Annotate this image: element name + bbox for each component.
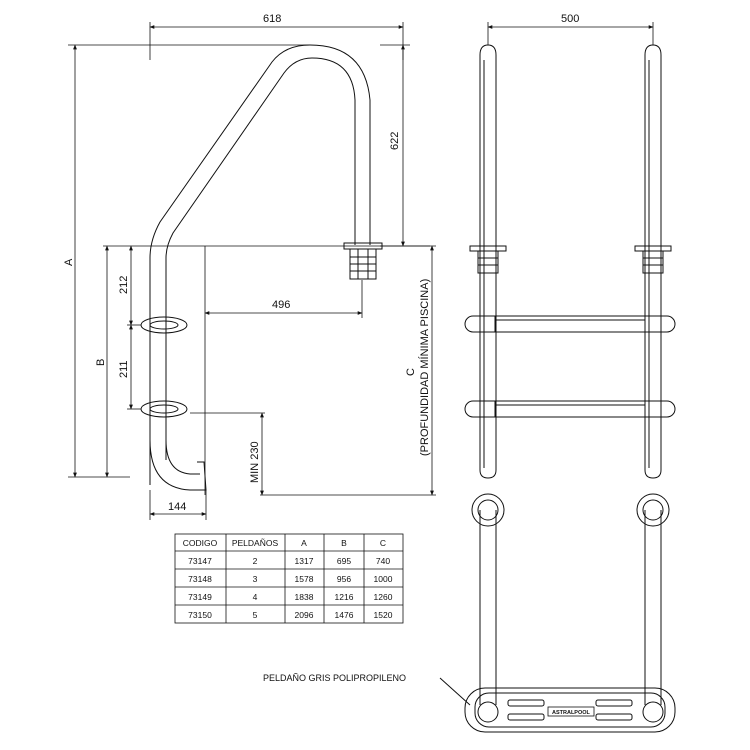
dim-622: 622 [389, 132, 401, 150]
front-dimensions [487, 22, 654, 45]
top-step-tread [464, 687, 676, 733]
lower-hook-inner [165, 430, 200, 475]
dim-144: 144 [168, 501, 186, 513]
table-header-codigo: CODIGO [183, 538, 218, 548]
table-cell: 2 [253, 556, 258, 566]
front-view [464, 44, 676, 479]
dim-b: B [95, 359, 107, 366]
table-cell: 2096 [295, 610, 314, 620]
step-material-label: PELDAÑO GRIS POLIPROPILENO [263, 673, 406, 683]
table-cell: 4 [253, 592, 258, 602]
table-cell: 1000 [374, 574, 393, 584]
table-header-c: C [380, 538, 386, 548]
table-cell: 740 [376, 556, 390, 566]
table-cell: 1317 [295, 556, 314, 566]
table-cell: 1476 [335, 610, 354, 620]
table-cell: 3 [253, 574, 258, 584]
table-cell: 1578 [295, 574, 314, 584]
dim-depth-note: (PROFUNDIDAD MÍNIMA PISCINA) [418, 279, 431, 456]
dim-500: 500 [561, 13, 579, 25]
side-step-1 [140, 316, 188, 334]
brand-mark: ASTRALPOOL [552, 710, 591, 716]
side-dimensions [68, 22, 436, 520]
table-cell: 5 [253, 610, 258, 620]
dim-211: 211 [118, 360, 130, 378]
handrail-tube-outer [149, 44, 371, 485]
table-cell: 73148 [188, 574, 212, 584]
dim-212: 212 [118, 276, 130, 294]
table-header-peldanos: PELDAÑOS [232, 538, 279, 548]
table-cell: 73147 [188, 556, 212, 566]
table-header-a: A [301, 538, 307, 548]
brand-plate [547, 706, 595, 717]
spec-table [174, 533, 404, 624]
front-left-cup [477, 250, 499, 274]
front-left-flange [469, 245, 507, 252]
side-view [140, 44, 383, 491]
table-cell: 695 [337, 556, 351, 566]
dim-min-230: MIN 230 [249, 441, 261, 483]
table-cell: 1216 [335, 592, 354, 602]
front-left-tube [479, 44, 497, 479]
dim-496: 496 [272, 299, 290, 311]
dim-618: 618 [263, 13, 281, 25]
table-cell: 956 [337, 574, 351, 584]
top-view [439, 493, 676, 733]
table-cell: 73149 [188, 592, 212, 602]
front-step-1 [464, 315, 676, 333]
table-cell: 1520 [374, 610, 393, 620]
front-right-tube [644, 44, 662, 479]
dim-a: A [63, 258, 75, 266]
table-cell: 1838 [295, 592, 314, 602]
front-step-2 [464, 400, 676, 418]
lower-hook [149, 430, 200, 491]
table-header-b: B [341, 538, 347, 548]
table-cell: 73150 [188, 610, 212, 620]
front-right-flange [634, 245, 672, 252]
side-step-2 [140, 400, 188, 418]
dim-c: C [405, 368, 417, 376]
handrail-tube-inner [165, 57, 356, 460]
front-right-cup [642, 250, 664, 274]
table-cell: 1260 [374, 592, 393, 602]
